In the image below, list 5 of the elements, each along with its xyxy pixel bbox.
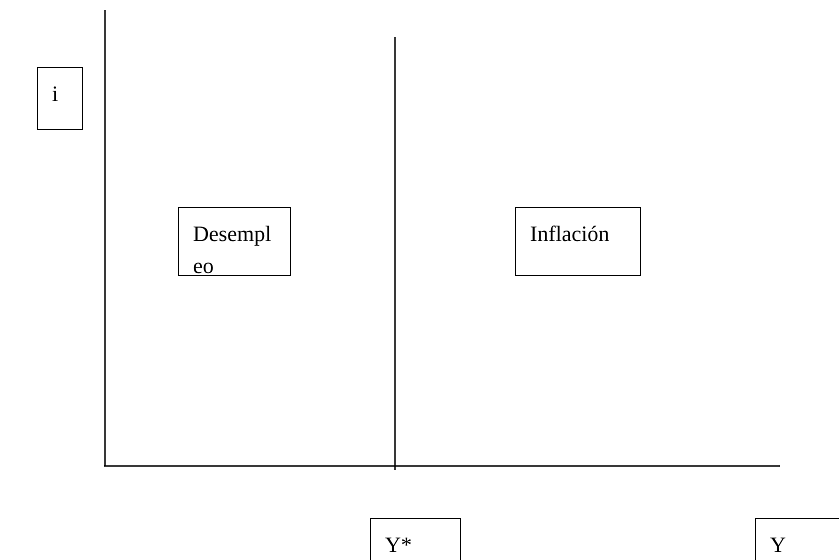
text-box: Inflación bbox=[515, 207, 641, 276]
text-box: Y bbox=[755, 518, 839, 560]
text-box: i bbox=[37, 67, 83, 130]
text-box: Y* bbox=[370, 518, 461, 560]
text-box: Desempleo bbox=[178, 207, 291, 276]
